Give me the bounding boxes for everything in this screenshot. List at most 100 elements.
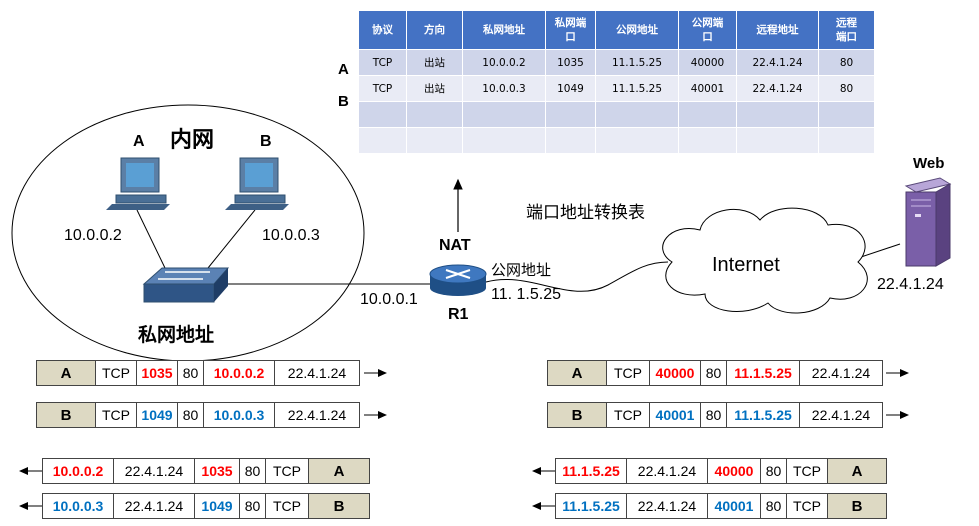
table-cell bbox=[678, 127, 737, 154]
header-public-port: 公网端口 bbox=[678, 10, 737, 50]
link-b-switch bbox=[207, 209, 256, 269]
header-private-address: 私网地址 bbox=[462, 10, 546, 50]
table-row bbox=[358, 101, 875, 128]
header-public-address: 公网地址 bbox=[595, 10, 679, 50]
header-protocol: 协议 bbox=[358, 10, 407, 50]
packet-src-port: 80 bbox=[239, 493, 266, 519]
packet-dst-port: 80 bbox=[700, 402, 727, 428]
packet-dst-ip: 10.0.0.3 bbox=[42, 493, 114, 519]
table-row-label-b: B bbox=[338, 93, 349, 110]
packet-src-port: 40001 bbox=[649, 402, 701, 428]
table-cell bbox=[358, 101, 407, 128]
packet-src-ip: 22.4.1.24 bbox=[113, 493, 195, 519]
packet-src-ip: 10.0.0.2 bbox=[203, 360, 275, 386]
packet-dst-ip: 11.1.5.25 bbox=[555, 458, 627, 484]
host-a-name: A bbox=[133, 133, 145, 150]
header-remote-port: 远程端口 bbox=[818, 10, 875, 50]
table-cell bbox=[595, 127, 679, 154]
packet-src-ip: 11.1.5.25 bbox=[726, 402, 800, 428]
packet-src-port: 80 bbox=[760, 458, 787, 484]
link-a-switch bbox=[136, 209, 166, 269]
table-cell: 10.0.0.3 bbox=[462, 75, 546, 102]
lan-title: 内网 bbox=[170, 127, 215, 153]
packet-protocol: TCP bbox=[95, 360, 137, 386]
router-public-label: 公网地址 bbox=[491, 261, 552, 279]
table-cell bbox=[595, 101, 679, 128]
packet-left-in-a: 10.0.0.2 22.4.1.24 1035 80 TCP A bbox=[42, 458, 370, 484]
packet-protocol: TCP bbox=[95, 402, 137, 428]
table-cell: 11.1.5.25 bbox=[595, 49, 679, 76]
computer-a-icon bbox=[106, 157, 170, 210]
packet-src-port: 1035 bbox=[136, 360, 178, 386]
header-remote-address: 远程地址 bbox=[736, 10, 819, 50]
web-server-icon bbox=[904, 177, 952, 267]
packet-src-port: 1049 bbox=[136, 402, 178, 428]
internet-cloud bbox=[662, 207, 868, 314]
table-cell: 40001 bbox=[678, 75, 737, 102]
web-name: Web bbox=[913, 155, 945, 172]
nat-table: 协议 方向 私网地址 私网端口 公网地址 公网端口 远程地址 远程端口 TCP … bbox=[358, 10, 875, 154]
packet-protocol: TCP bbox=[606, 360, 650, 386]
packet-head: A bbox=[36, 360, 96, 386]
router-lan-ip: 10.0.0.1 bbox=[360, 291, 418, 308]
router-icon bbox=[429, 264, 487, 296]
table-row: TCP 出站 10.0.0.2 1035 11.1.5.25 40000 22.… bbox=[358, 49, 875, 76]
packet-protocol: TCP bbox=[265, 458, 309, 484]
packet-left-out-a: A TCP 1035 80 10.0.0.2 22.4.1.24 bbox=[36, 360, 360, 386]
table-cell: 出站 bbox=[406, 75, 463, 102]
packet-dst-port: 80 bbox=[700, 360, 727, 386]
packet-protocol: TCP bbox=[606, 402, 650, 428]
table-cell: 80 bbox=[818, 49, 875, 76]
table-cell: 1035 bbox=[545, 49, 596, 76]
table-cell: 40000 bbox=[678, 49, 737, 76]
packet-src-ip: 22.4.1.24 bbox=[113, 458, 195, 484]
lan-caption: 私网地址 bbox=[138, 324, 215, 346]
packet-head: B bbox=[827, 493, 887, 519]
packet-left-out-b: B TCP 1049 80 10.0.0.3 22.4.1.24 bbox=[36, 402, 360, 428]
host-b-name: B bbox=[260, 133, 272, 150]
nat-table-caption: 端口地址转换表 bbox=[526, 203, 645, 223]
table-cell: 22.4.1.24 bbox=[736, 75, 819, 102]
packet-dst-port: 1035 bbox=[194, 458, 240, 484]
header-private-port: 私网端口 bbox=[545, 10, 596, 50]
link-router-cloud bbox=[485, 261, 669, 292]
table-row-label-a: A bbox=[338, 61, 349, 78]
packet-dst-ip: 22.4.1.24 bbox=[799, 360, 883, 386]
packet-right-in-a: 11.1.5.25 22.4.1.24 40000 80 TCP A bbox=[555, 458, 887, 484]
packet-src-port: 40000 bbox=[649, 360, 701, 386]
packet-protocol: TCP bbox=[265, 493, 309, 519]
web-ip: 22.4.1.24 bbox=[877, 276, 944, 293]
table-cell: 11.1.5.25 bbox=[595, 75, 679, 102]
table-cell: TCP bbox=[358, 49, 407, 76]
packet-head: B bbox=[308, 493, 370, 519]
switch-icon bbox=[142, 267, 230, 303]
packet-right-in-b: 11.1.5.25 22.4.1.24 40001 80 TCP B bbox=[555, 493, 887, 519]
host-a-ip: 10.0.0.2 bbox=[64, 227, 122, 244]
internet-label: Internet bbox=[712, 254, 780, 276]
packet-src-port: 80 bbox=[239, 458, 266, 484]
router-name: R1 bbox=[448, 306, 469, 323]
packet-dst-port: 40000 bbox=[707, 458, 761, 484]
table-cell bbox=[462, 127, 546, 154]
table-cell bbox=[406, 127, 463, 154]
packet-right-out-b: B TCP 40001 80 11.1.5.25 22.4.1.24 bbox=[547, 402, 883, 428]
table-cell: 80 bbox=[818, 75, 875, 102]
packet-src-ip: 22.4.1.24 bbox=[626, 493, 708, 519]
table-cell: 10.0.0.2 bbox=[462, 49, 546, 76]
table-cell: 22.4.1.24 bbox=[736, 49, 819, 76]
packet-right-out-a: A TCP 40000 80 11.1.5.25 22.4.1.24 bbox=[547, 360, 883, 386]
packet-protocol: TCP bbox=[786, 458, 828, 484]
packet-dst-ip: 22.4.1.24 bbox=[799, 402, 883, 428]
packet-head: B bbox=[547, 402, 607, 428]
table-cell bbox=[678, 101, 737, 128]
packet-dst-ip: 10.0.0.2 bbox=[42, 458, 114, 484]
packet-src-ip: 22.4.1.24 bbox=[626, 458, 708, 484]
packet-dst-port: 80 bbox=[177, 402, 204, 428]
table-cell bbox=[406, 101, 463, 128]
packet-head: A bbox=[308, 458, 370, 484]
packet-protocol: TCP bbox=[786, 493, 828, 519]
table-cell bbox=[358, 127, 407, 154]
nat-label: NAT bbox=[439, 237, 471, 254]
packet-dst-ip: 22.4.1.24 bbox=[274, 402, 360, 428]
